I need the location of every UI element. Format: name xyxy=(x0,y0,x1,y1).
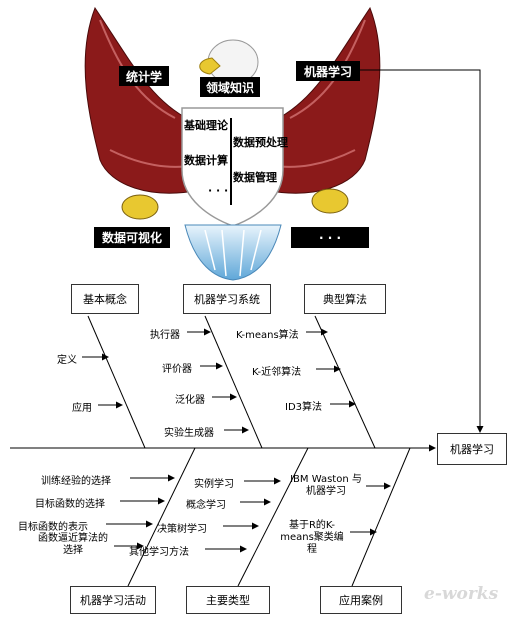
item-target-function-choice: 目标函数的选择 xyxy=(35,499,105,510)
shield-item-ellipsis: · · · xyxy=(208,184,229,197)
item-approx-algorithm: 函数逼近算法的选择 xyxy=(38,533,108,556)
fishbone-lines xyxy=(10,69,484,587)
fishbone-head-ml: 机器学习 xyxy=(437,433,507,465)
watermark-logo: e-works xyxy=(424,584,499,604)
shield-item-management: 数据管理 xyxy=(233,171,277,184)
shield-item-computing: 数据计算 xyxy=(184,154,228,167)
shield-item-preprocessing: 数据预处理 xyxy=(233,136,288,149)
item-instance-learning: 实例学习 xyxy=(194,479,234,490)
category-typical-algorithms: 典型算法 xyxy=(304,284,386,314)
item-other-methods: 其他学习方法 xyxy=(129,547,189,558)
label-statistics: 统计学 xyxy=(119,66,169,86)
item-case-ibm-watson: IBM Waston 与机器学习 xyxy=(290,474,362,497)
right-talon xyxy=(311,188,349,214)
label-machine-learning-wing: 机器学习 xyxy=(296,61,360,81)
item-generalizer: 泛化器 xyxy=(175,395,205,406)
ml-feedback-arrow xyxy=(360,69,484,433)
item-concept-learning: 概念学习 xyxy=(186,500,226,511)
item-definition: 定义 xyxy=(57,355,77,366)
label-data-visualization: 数据可视化 xyxy=(94,227,170,248)
category-main-types: 主要类型 xyxy=(186,586,270,614)
eagle-illustration xyxy=(84,6,381,281)
item-id3: ID3算法 xyxy=(285,402,323,413)
left-talon xyxy=(121,194,159,220)
item-executor: 执行器 xyxy=(150,330,180,341)
shield-item-theory: 基础理论 xyxy=(184,119,228,132)
item-evaluator: 评价器 xyxy=(162,364,192,375)
item-decision-tree: 决策树学习 xyxy=(157,524,207,535)
category-application-cases: 应用案例 xyxy=(320,586,402,614)
category-ml-activities: 机器学习活动 xyxy=(70,586,156,614)
item-target-function-repr: 目标函数的表示 xyxy=(18,522,88,533)
eagle-beak xyxy=(199,57,221,75)
category-ml-system: 机器学习系统 xyxy=(183,284,271,314)
label-domain-knowledge: 领域知识 xyxy=(200,77,260,97)
item-training-experience: 训练经验的选择 xyxy=(41,476,111,487)
item-experiment-generator: 实验生成器 xyxy=(164,428,214,439)
item-case-r-kmeans: 基于R的K-means聚类编程 xyxy=(280,520,344,555)
tail-feathers xyxy=(184,224,282,281)
item-application: 应用 xyxy=(72,403,92,414)
item-kmeans: K-means算法 xyxy=(236,330,299,341)
category-basic-concepts: 基本概念 xyxy=(71,284,139,314)
item-knn: K-近邻算法 xyxy=(252,367,302,378)
label-ellipsis-talon: · · · xyxy=(291,227,369,248)
